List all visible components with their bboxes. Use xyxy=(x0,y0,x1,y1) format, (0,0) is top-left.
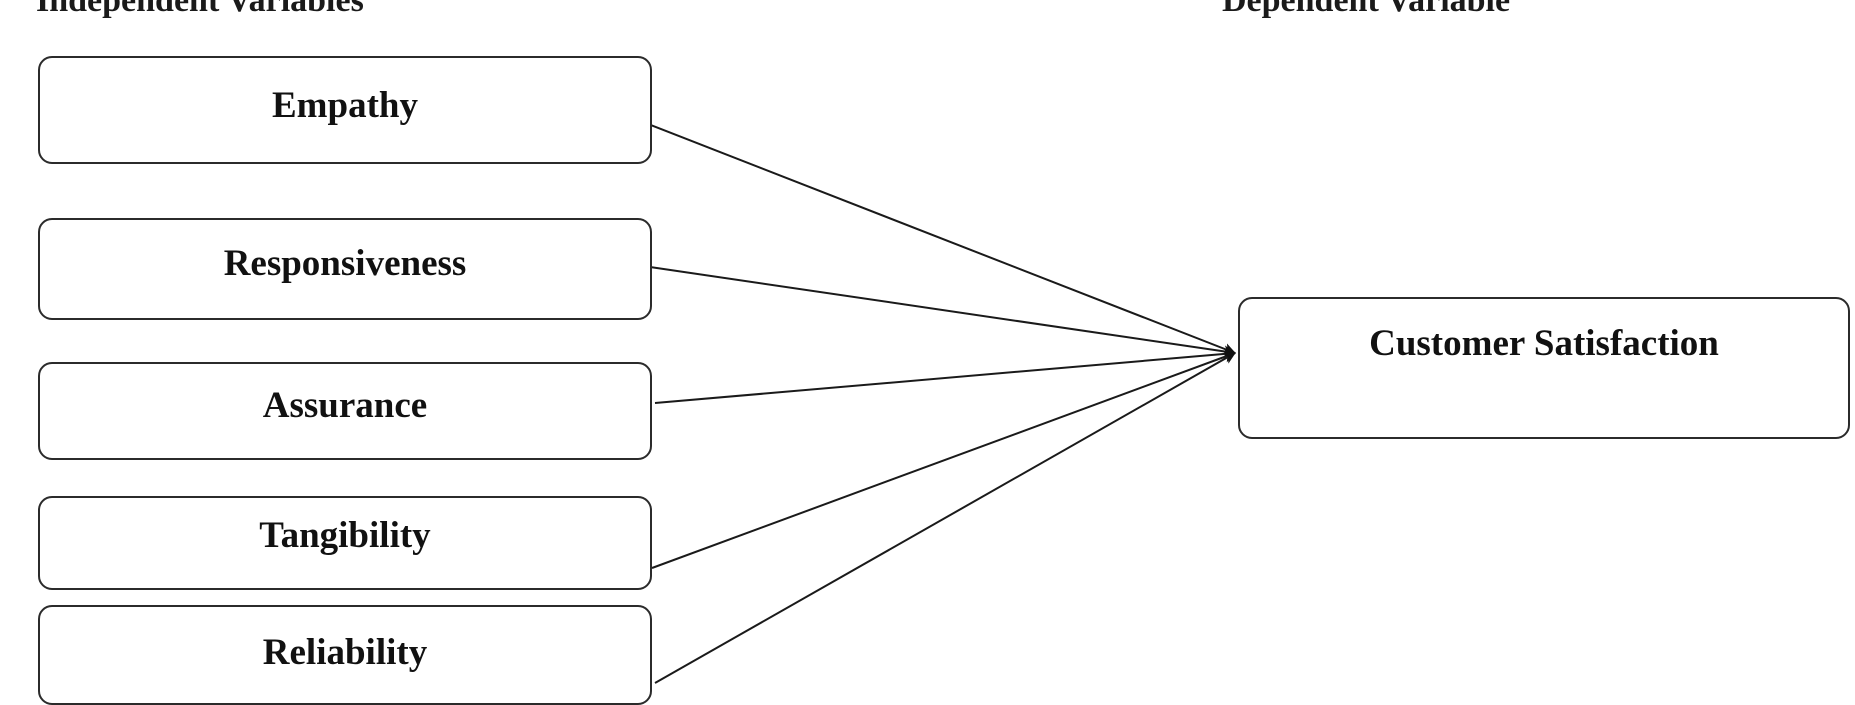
node-label: Responsiveness xyxy=(223,242,467,284)
node-label: Empathy xyxy=(272,84,418,126)
edge-responsiveness-to-customer-satisfaction xyxy=(649,266,1236,358)
node-tangibility: Tangibility xyxy=(38,496,652,590)
edge-empathy-to-customer-satisfaction xyxy=(642,121,1236,355)
node-label: Customer Satisfaction xyxy=(1369,323,1719,364)
node-label: Tangibility xyxy=(259,514,431,556)
edge-assurance-to-customer-satisfaction xyxy=(654,347,1236,404)
node-responsiveness: Responsiveness xyxy=(38,218,652,320)
independent-variables-header: Independent Variables xyxy=(36,0,364,19)
node-empathy: Empathy xyxy=(38,56,652,164)
edge-tangibility-to-customer-satisfaction xyxy=(651,351,1236,569)
node-label: Reliability xyxy=(262,632,428,673)
node-assurance: Assurance xyxy=(38,362,652,460)
dependent-variable-header: Dependent Variable xyxy=(1222,0,1511,19)
node-label: Assurance xyxy=(262,384,428,426)
node-reliability: Reliability xyxy=(38,605,652,705)
node-customer-satisfaction: Customer Satisfaction xyxy=(1238,297,1850,439)
edge-reliability-to-customer-satisfaction xyxy=(654,352,1236,684)
